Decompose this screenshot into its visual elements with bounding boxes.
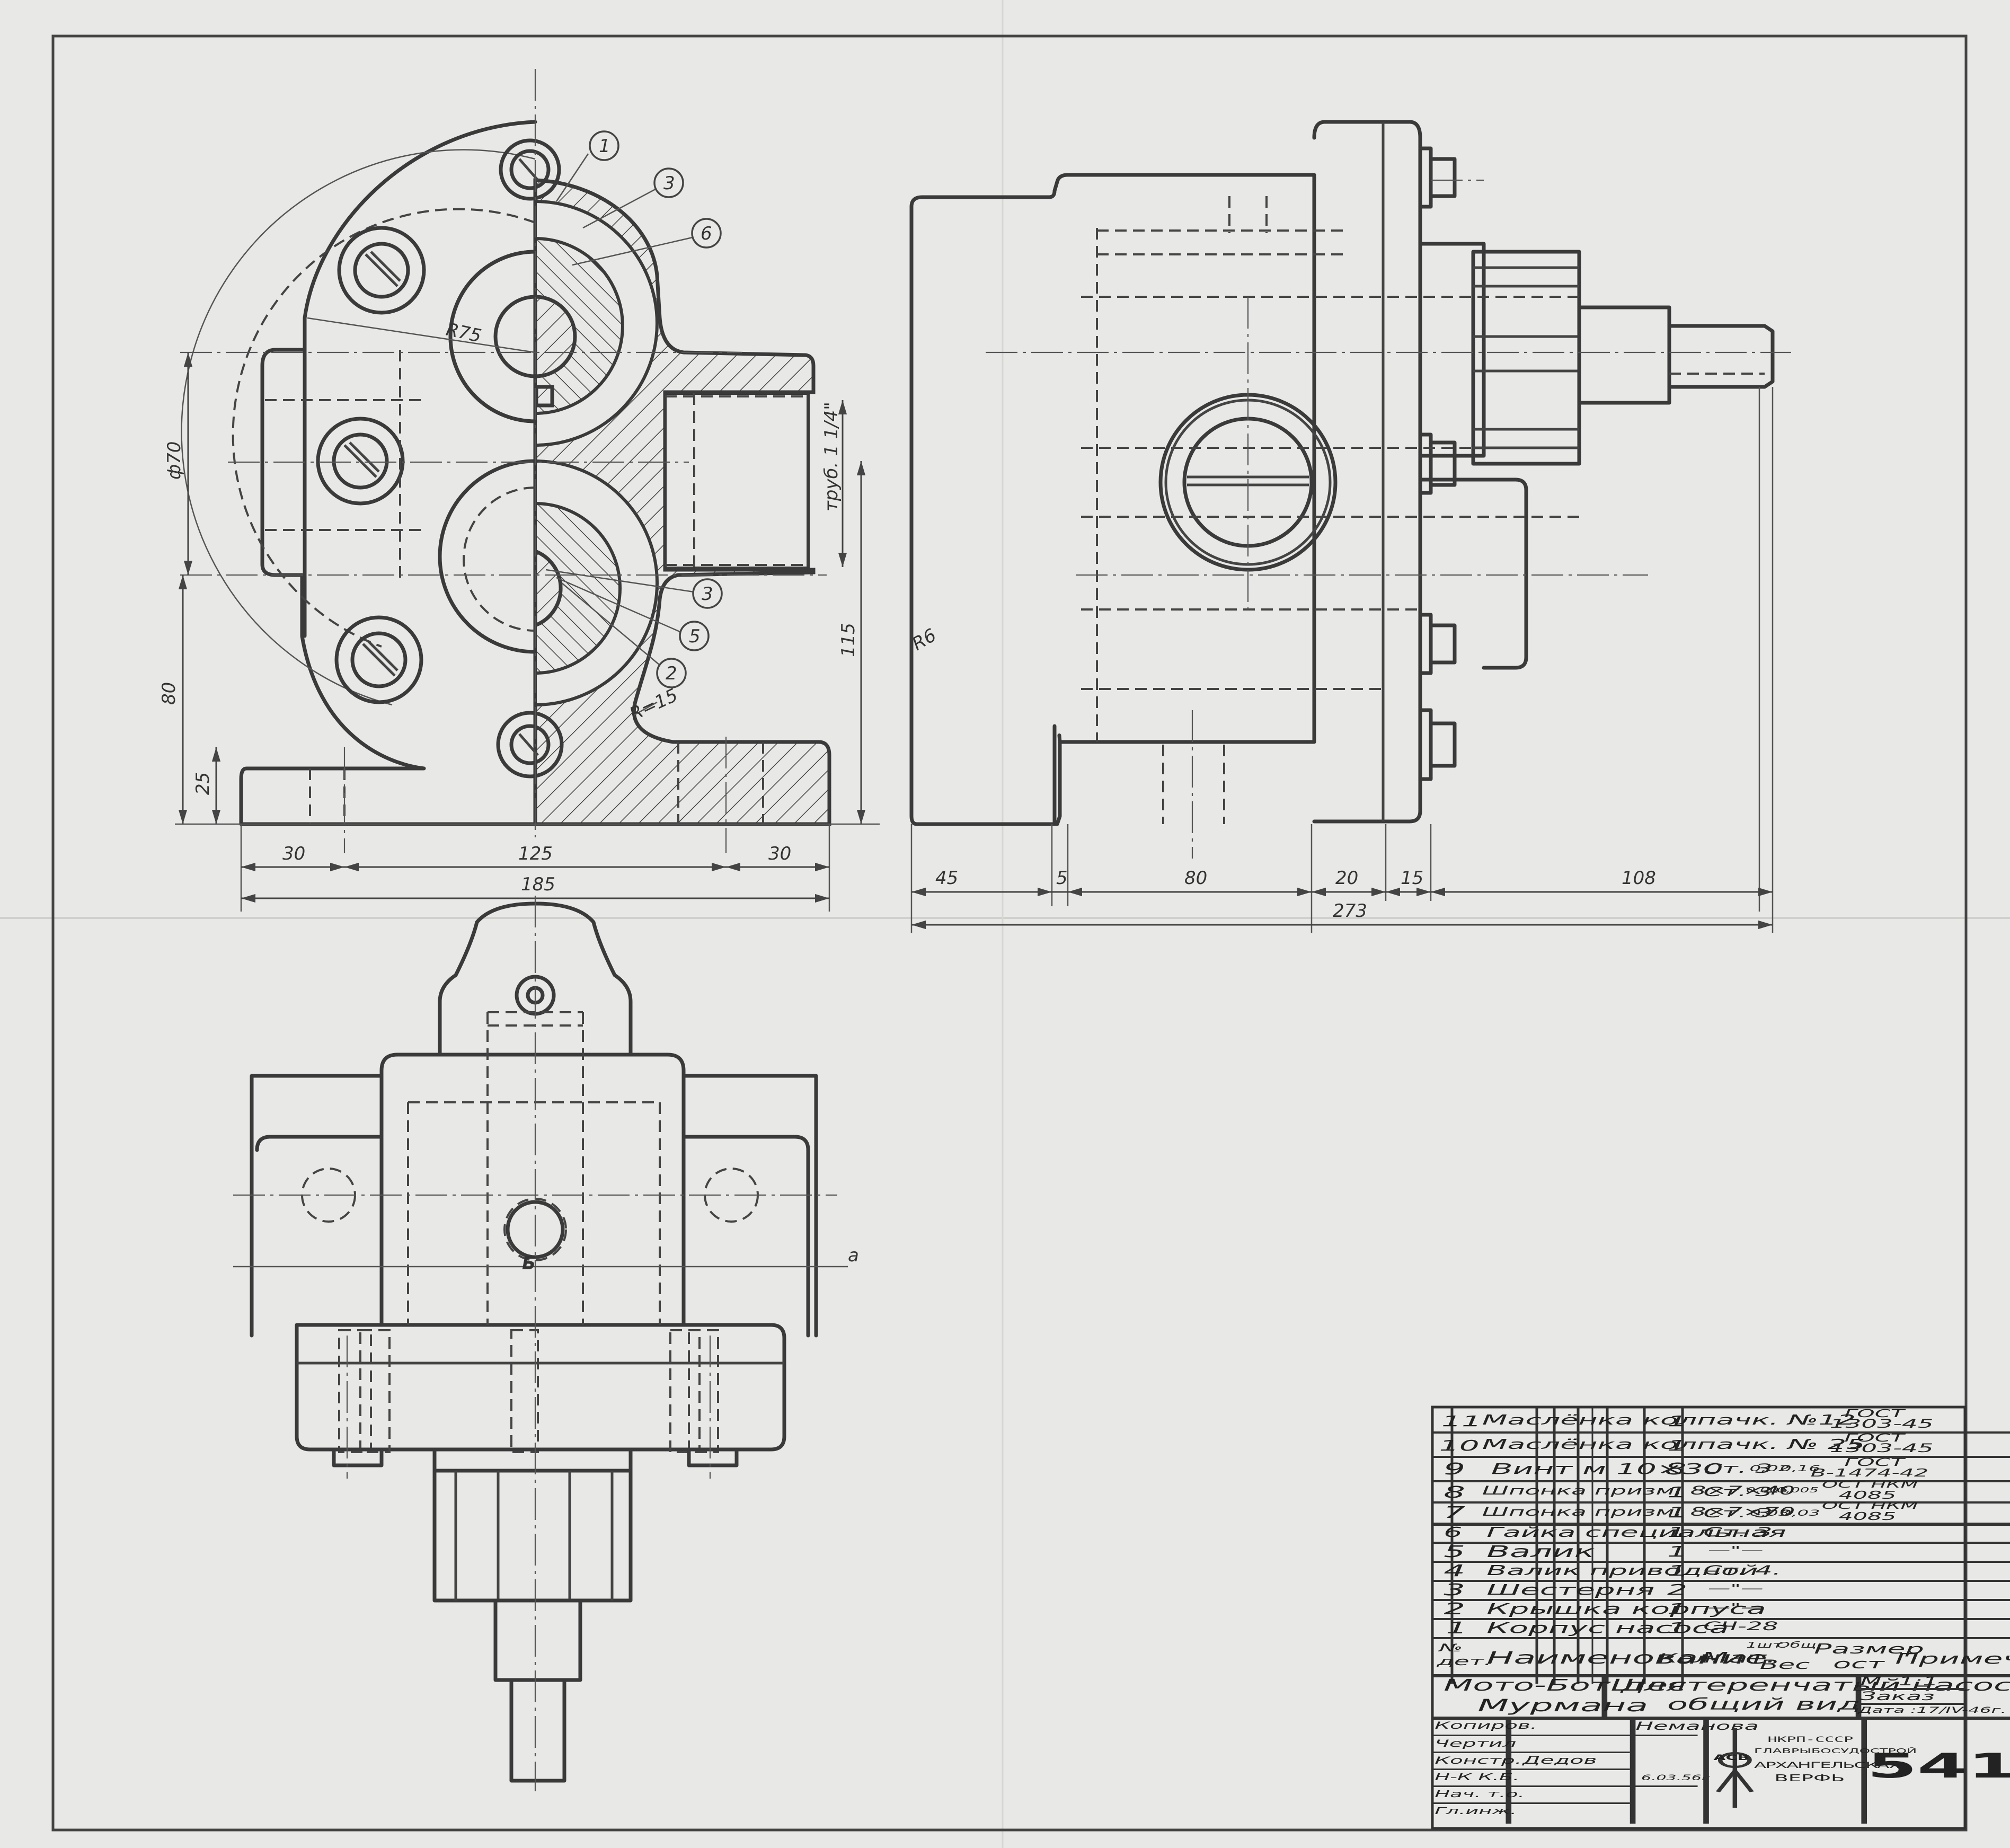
svg-text:80: 80	[1184, 868, 1207, 889]
svg-text:108: 108	[1622, 868, 1656, 889]
svg-text:30: 30	[282, 843, 305, 864]
side-view: R6	[909, 120, 1791, 912]
svg-text:труб. 1 1/4": труб. 1 1/4"	[821, 402, 842, 511]
special-nut-top	[432, 1469, 633, 1603]
svg-text:2: 2	[666, 663, 677, 684]
svg-text:1: 1	[599, 136, 610, 157]
front-view-half-section: R75 R=15	[180, 69, 831, 853]
svg-text:15: 15	[1401, 868, 1423, 889]
svg-text:ф70: ф70	[164, 441, 185, 480]
section-marker-b: Б	[522, 1253, 536, 1274]
cover-screw	[334, 615, 423, 704]
svg-text:273: 273	[1333, 900, 1367, 922]
drawing-border	[51, 34, 1968, 1832]
svg-text:25: 25	[192, 772, 214, 795]
svg-text:115: 115	[838, 623, 859, 657]
top-view: Б а	[233, 896, 859, 1791]
drive-shaft	[1577, 305, 1671, 405]
special-nut	[1471, 250, 1581, 466]
svg-text:5: 5	[1056, 868, 1068, 889]
side-view-dimensions: 45 5 80 20 15 108 273	[910, 387, 1774, 933]
svg-text:6: 6	[701, 223, 712, 244]
svg-text:3: 3	[702, 583, 713, 605]
svg-text:185: 185	[521, 874, 555, 895]
title-block-main	[1432, 1643, 1965, 1828]
svg-text:80: 80	[158, 682, 180, 705]
svg-text:5: 5	[689, 626, 701, 647]
cover-screw	[496, 711, 564, 779]
svg-text:20: 20	[1335, 868, 1358, 889]
svg-text:3: 3	[663, 173, 675, 194]
svg-text:45: 45	[935, 868, 958, 889]
cover-screw	[337, 226, 426, 315]
cover-screw-side	[1418, 146, 1457, 781]
section-marker-a: а	[848, 1245, 859, 1266]
cover-screw	[316, 417, 405, 506]
part-balloons: 1 3 6 3 5 2	[545, 130, 723, 688]
svg-text:30: 30	[768, 843, 791, 864]
svg-text:125: 125	[518, 843, 553, 864]
cover-screw	[499, 138, 561, 201]
